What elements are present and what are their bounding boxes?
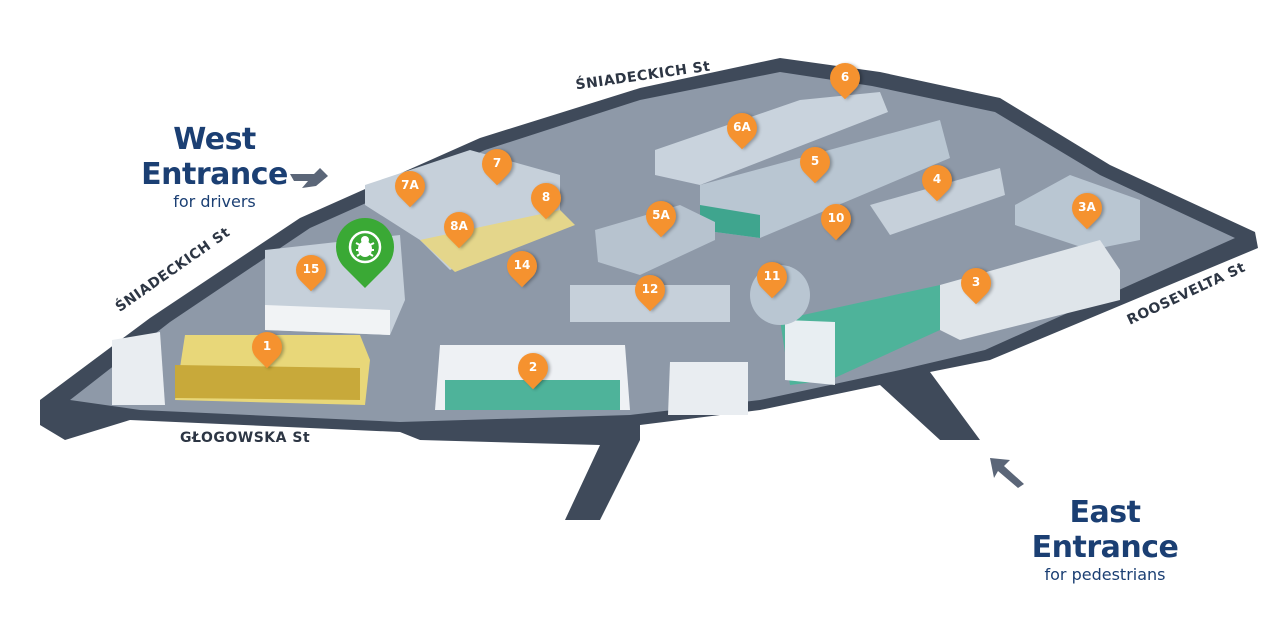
west-entrance-label: West Entrance for drivers xyxy=(112,122,317,211)
building-pin[interactable]: 2 xyxy=(511,346,555,391)
west-entrance-subtitle: for drivers xyxy=(173,192,256,211)
pin-label: 10 xyxy=(827,211,845,225)
pin-label: 3 xyxy=(971,275,981,289)
street-label-glogowska: GŁOGOWSKA St xyxy=(180,430,311,446)
building-pin[interactable]: 8A xyxy=(437,205,481,250)
west-entrance-arrow-icon xyxy=(290,168,328,188)
building-pin[interactable]: 11 xyxy=(750,255,794,300)
pin-label: 8A xyxy=(450,219,468,233)
east-entrance-title: East Entrance xyxy=(1031,495,1179,565)
pin-label: 1 xyxy=(262,339,272,353)
building-pin[interactable]: 3 xyxy=(954,261,998,306)
building-pin[interactable]: 8 xyxy=(524,176,568,221)
pin-label: 5A xyxy=(652,208,670,222)
building-pin[interactable]: 7 xyxy=(475,142,519,187)
pin-label: 6 xyxy=(840,70,850,84)
pin-label: 2 xyxy=(528,360,538,374)
building-pin[interactable]: 10 xyxy=(814,197,858,242)
building-pin[interactable]: 4 xyxy=(915,158,959,203)
building-pin[interactable]: 12 xyxy=(628,268,672,313)
east-entrance-label: East Entrance for pedestrians xyxy=(1005,495,1205,584)
building-pin[interactable]: 14 xyxy=(500,244,544,289)
pin-label: 7 xyxy=(492,156,502,170)
pin-label: 15 xyxy=(302,262,320,276)
pin-label: 5 xyxy=(810,154,820,168)
pin-label: 12 xyxy=(641,282,659,296)
pin-label: 14 xyxy=(513,258,531,272)
bug-icon xyxy=(348,230,382,264)
building-pin[interactable]: 3A xyxy=(1065,186,1109,231)
building-pin[interactable]: 6 xyxy=(823,56,867,101)
east-entrance-arrow-icon xyxy=(990,458,1024,488)
building-pin[interactable]: 6A xyxy=(720,106,764,151)
building-pin[interactable]: 15 xyxy=(289,248,333,293)
building-pin[interactable]: 5 xyxy=(793,140,837,185)
west-entrance-title: West Entrance xyxy=(141,122,288,192)
pin-label: 4 xyxy=(932,172,942,186)
building-pin[interactable]: 7A xyxy=(388,164,432,209)
building-pin[interactable]: 5A xyxy=(639,194,683,239)
highlight-location-pin[interactable] xyxy=(323,205,407,296)
pin-label: 11 xyxy=(763,269,781,283)
pin-label: 3A xyxy=(1078,200,1096,214)
pin-label: 8 xyxy=(541,190,551,204)
east-entrance-subtitle: for pedestrians xyxy=(1044,565,1166,584)
pin-label: 6A xyxy=(733,120,751,134)
pin-label: 7A xyxy=(401,178,419,192)
building-pin[interactable]: 1 xyxy=(245,325,289,370)
